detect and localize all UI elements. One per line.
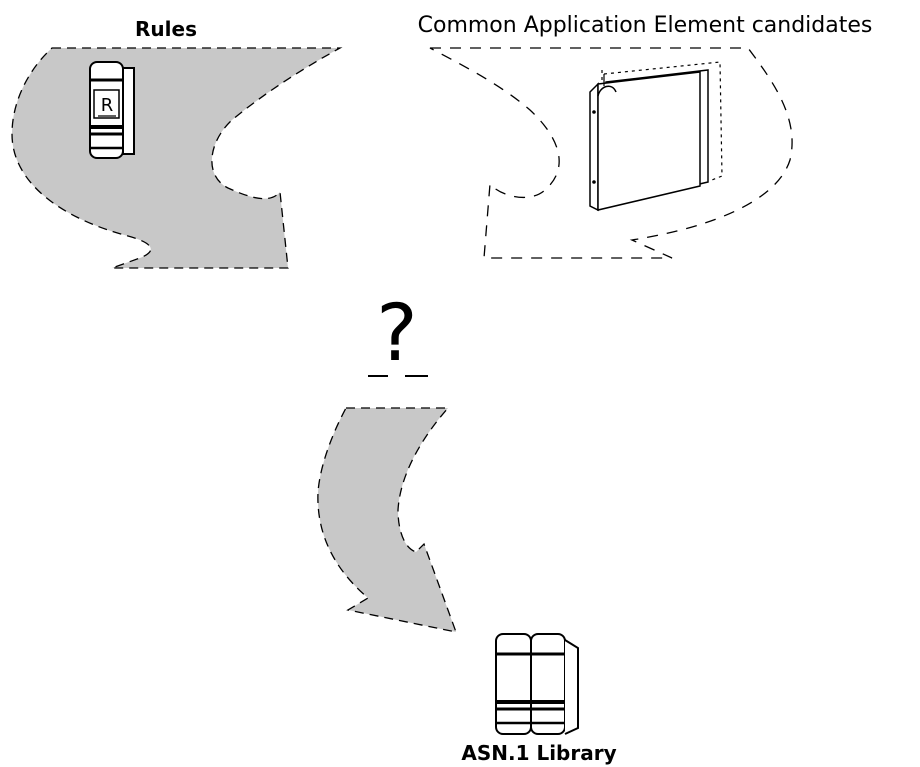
library-label: ASN.1 Library	[461, 741, 616, 765]
library-arrow	[317, 407, 458, 633]
candidates-arrow	[429, 47, 793, 259]
rules-label: Rules	[135, 17, 197, 41]
library-books-icon	[495, 633, 579, 735]
candidates-label: Common Application Element candidates	[418, 13, 873, 38]
question-mark: ?	[376, 289, 417, 379]
binder-icon	[589, 61, 723, 212]
rules-arrow	[11, 47, 341, 269]
rule-book-letter: R	[101, 95, 114, 116]
rule-book-icon	[89, 61, 135, 159]
